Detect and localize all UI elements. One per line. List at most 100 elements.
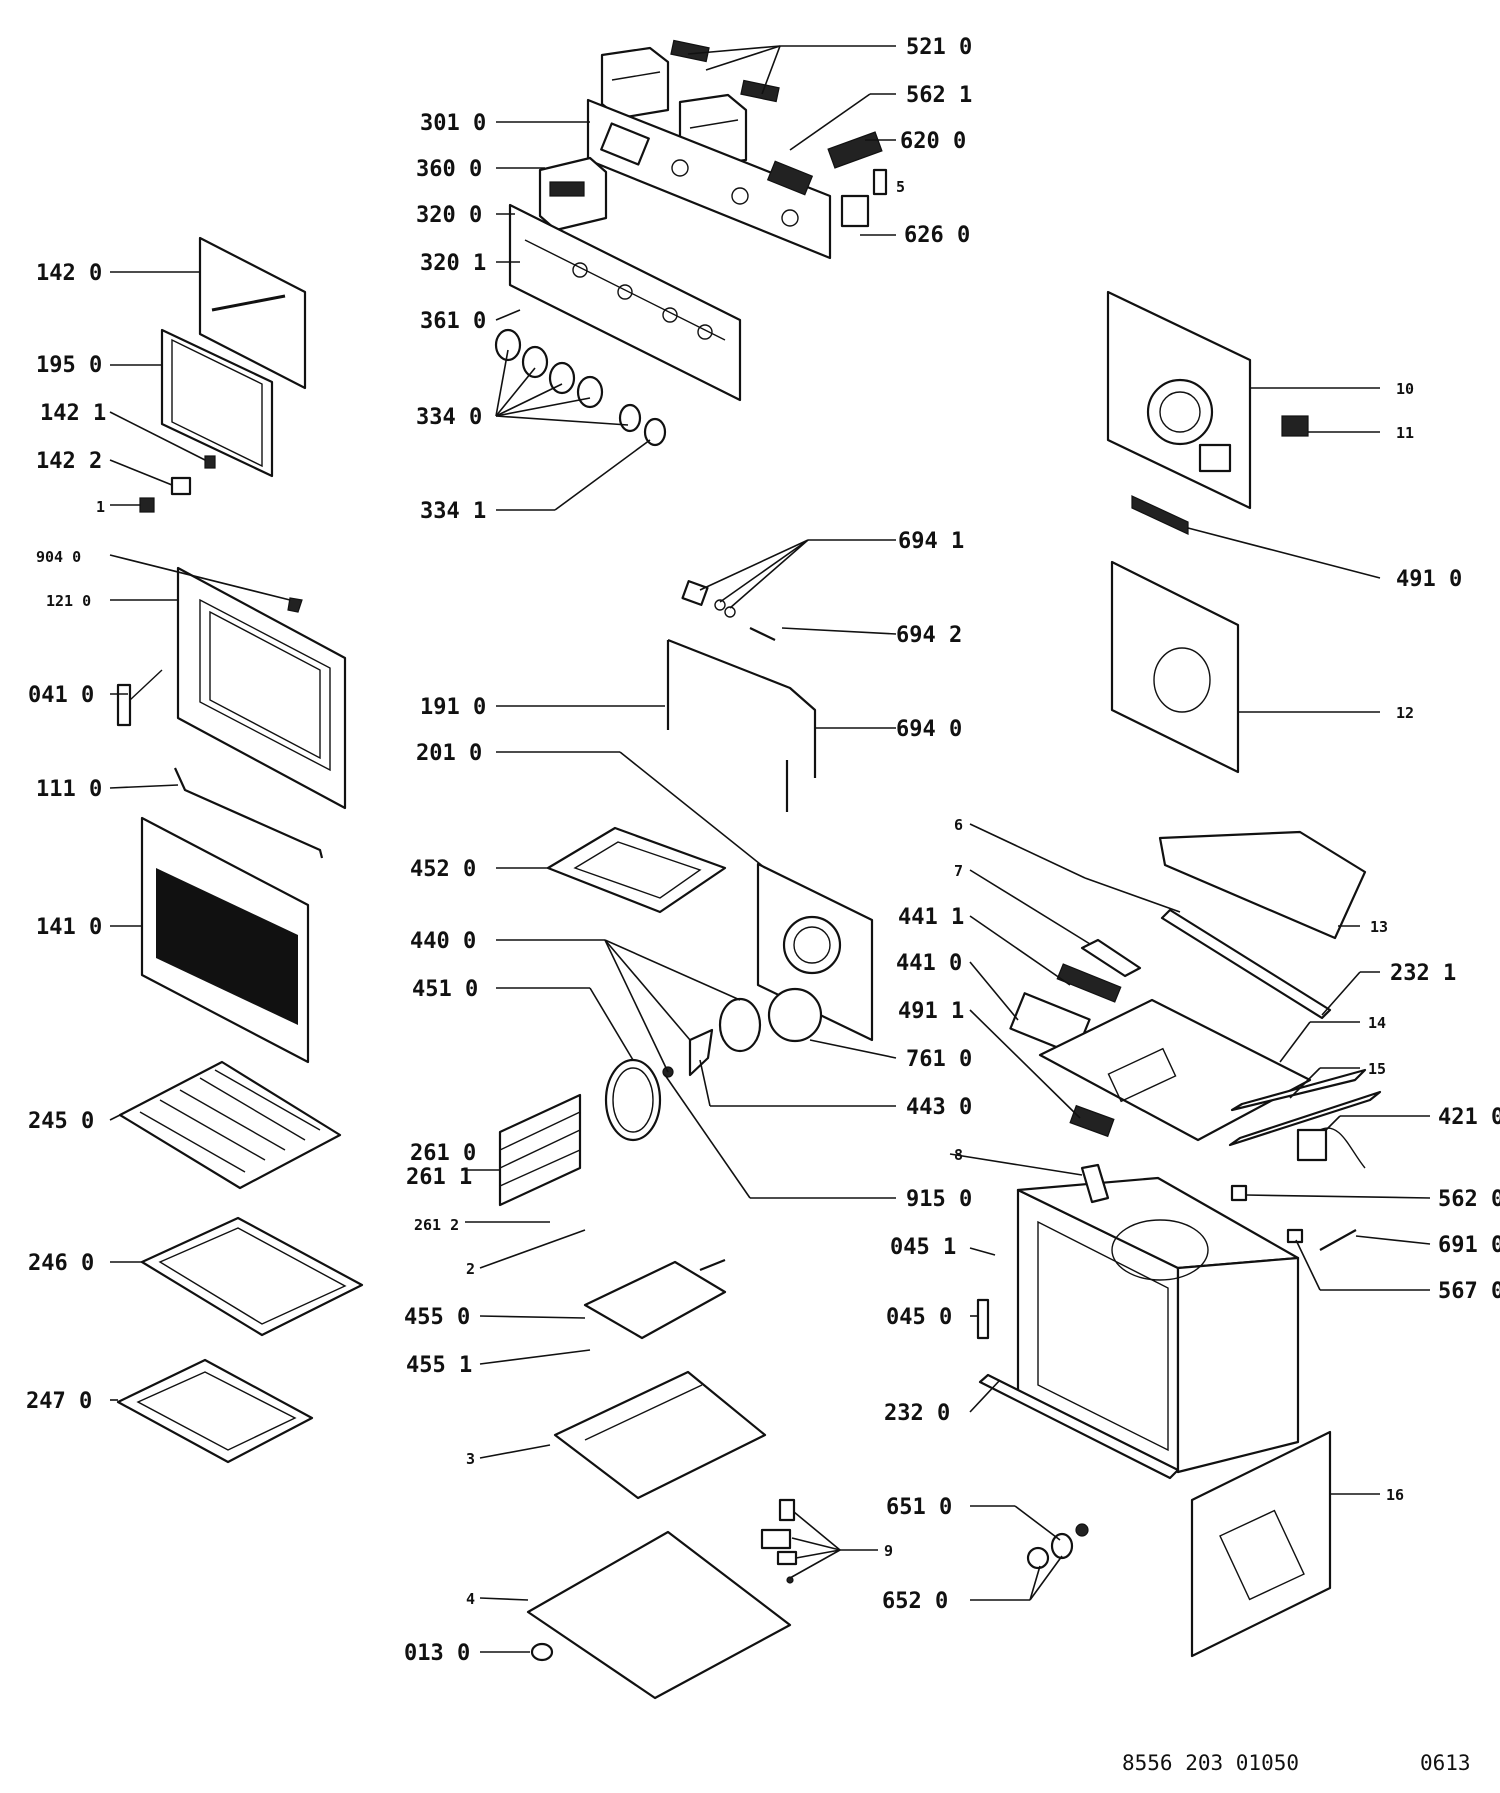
part-label-261-2: 261 2 [414,1216,459,1234]
bottom-element-drawing [583,1258,727,1340]
part-label-455-0: 455 0 [404,1305,470,1330]
part-label-626-0: 626 0 [904,223,970,248]
misc-fixings-drawing [760,1498,798,1584]
part-label-9: 9 [884,1542,893,1560]
part-label-3: 3 [466,1450,475,1468]
grill-element-drawing [546,826,727,914]
part-label-915-0: 915 0 [906,1187,972,1212]
part-label-191-0: 191 0 [420,695,486,720]
part-label-562-0: 562 0 [1438,1187,1500,1212]
document-number: 8556 203 01050 [1122,1751,1299,1775]
part-label-455-1: 455 1 [406,1353,472,1378]
oven-lamp-drawing [681,580,776,641]
base-plate-drawing [553,1370,767,1500]
part-label-694-2: 694 2 [896,623,962,648]
part-label-245-0: 245 0 [28,1109,94,1134]
door-latch-drawing [976,1298,990,1340]
part-label-443-0: 443 0 [906,1095,972,1120]
circular-element-drawing [604,1058,674,1142]
part-label-141-0: 141 0 [36,915,102,940]
door-catch-drawing [1080,1163,1110,1204]
part-label-13: 13 [1370,918,1388,936]
part-label-6: 6 [954,816,963,834]
terminal-block-drawing [1069,1104,1115,1138]
leader-lines [109,45,1431,1653]
part-label-451-0: 451 0 [412,977,478,1002]
part-label-5: 5 [896,178,905,196]
part-label-14: 14 [1368,1014,1386,1032]
terminal-strip-drawing [1131,495,1189,535]
door-hinge-drawing [116,669,163,727]
part-label-421-0: 421 0 [1438,1105,1500,1130]
part-label-491-1: 491 1 [898,999,964,1024]
cooling-frame-drawing [1110,560,1240,774]
part-label-441-1: 441 1 [898,905,964,930]
part-label-1: 1 [96,498,105,516]
side-panel-drawing [1190,1430,1332,1658]
control-panel-frame-drawing [586,98,888,260]
part-label-7: 7 [954,862,963,880]
bottom-cover-drawing [526,1530,792,1700]
baking-tray-drawing [140,1216,364,1337]
part-label-11: 11 [1396,424,1414,442]
part-label-247-0: 247 0 [26,1389,92,1414]
outer-door-glass-drawing [140,816,310,1064]
part-label-361-0: 361 0 [420,309,486,334]
part-label-491-0: 491 0 [1396,567,1462,592]
part-label-232-0: 232 0 [884,1401,950,1426]
top-hood-drawing [1158,830,1367,940]
door-seal-drawing [666,638,817,812]
part-label-121-0: 121 0 [46,592,91,610]
part-label-694-1: 694 1 [898,529,964,554]
part-label-15: 15 [1368,1060,1386,1078]
fascia-panel-drawing [508,203,742,402]
page-code: 0613 [1420,1751,1471,1775]
part-label-261-1: 261 1 [406,1165,472,1190]
part-label-320-1: 320 1 [420,251,486,276]
timer-module-drawing [538,156,608,232]
drip-pan-drawing [116,1358,314,1464]
part-label-201-0: 201 0 [416,741,482,766]
top-trim-strip-drawing [1160,908,1332,1020]
rear-cover-drawing [1106,290,1252,510]
side-runners-drawing [498,1093,582,1207]
part-label-246-0: 246 0 [28,1251,94,1276]
glass-frame-drawing [160,328,274,478]
part-label-045-0: 045 0 [886,1305,952,1330]
door-frame-drawing [176,566,347,810]
foot-drawing [530,1642,554,1662]
part-label-651-0: 651 0 [886,1495,952,1520]
knobs-drawing [494,328,667,447]
wire-rack-drawing [118,1060,342,1190]
part-label-12: 12 [1396,704,1414,722]
part-label-761-0: 761 0 [906,1047,972,1072]
part-label-045-1: 045 1 [890,1235,956,1260]
part-label-360-0: 360 0 [416,157,482,182]
part-label-4: 4 [466,1590,475,1608]
part-label-320-0: 320 0 [416,203,482,228]
part-label-562-1: 562 1 [906,83,972,108]
glass-clips-drawing [139,455,216,513]
part-label-142-0: 142 0 [36,261,102,286]
part-label-567-0: 567 0 [1438,1279,1500,1304]
inner-glass-drawing [198,236,307,390]
part-label-2: 2 [466,1260,475,1278]
part-label-441-0: 441 0 [896,951,962,976]
thermostat-caps-drawing [1026,1523,1089,1570]
oven-cavity-drawing [978,1176,1300,1480]
part-label-013-0: 013 0 [404,1641,470,1666]
part-label-142-1: 142 1 [40,401,106,426]
part-number-labels: 521 0 562 1 301 0 620 0 360 0 5 320 0 62… [26,35,1500,1666]
part-label-691-0: 691 0 [1438,1233,1500,1258]
part-label-652-0: 652 0 [882,1589,948,1614]
part-label-301-0: 301 0 [420,111,486,136]
part-label-10: 10 [1396,380,1414,398]
side-fittings-drawing [1230,1184,1357,1251]
part-label-334-0: 334 0 [416,405,482,430]
part-label-440-0: 440 0 [410,929,476,954]
part-label-452-0: 452 0 [410,857,476,882]
door-handle-drawing [173,767,324,859]
cooling-fan-drawing [1281,415,1309,437]
part-label-334-1: 334 1 [420,499,486,524]
